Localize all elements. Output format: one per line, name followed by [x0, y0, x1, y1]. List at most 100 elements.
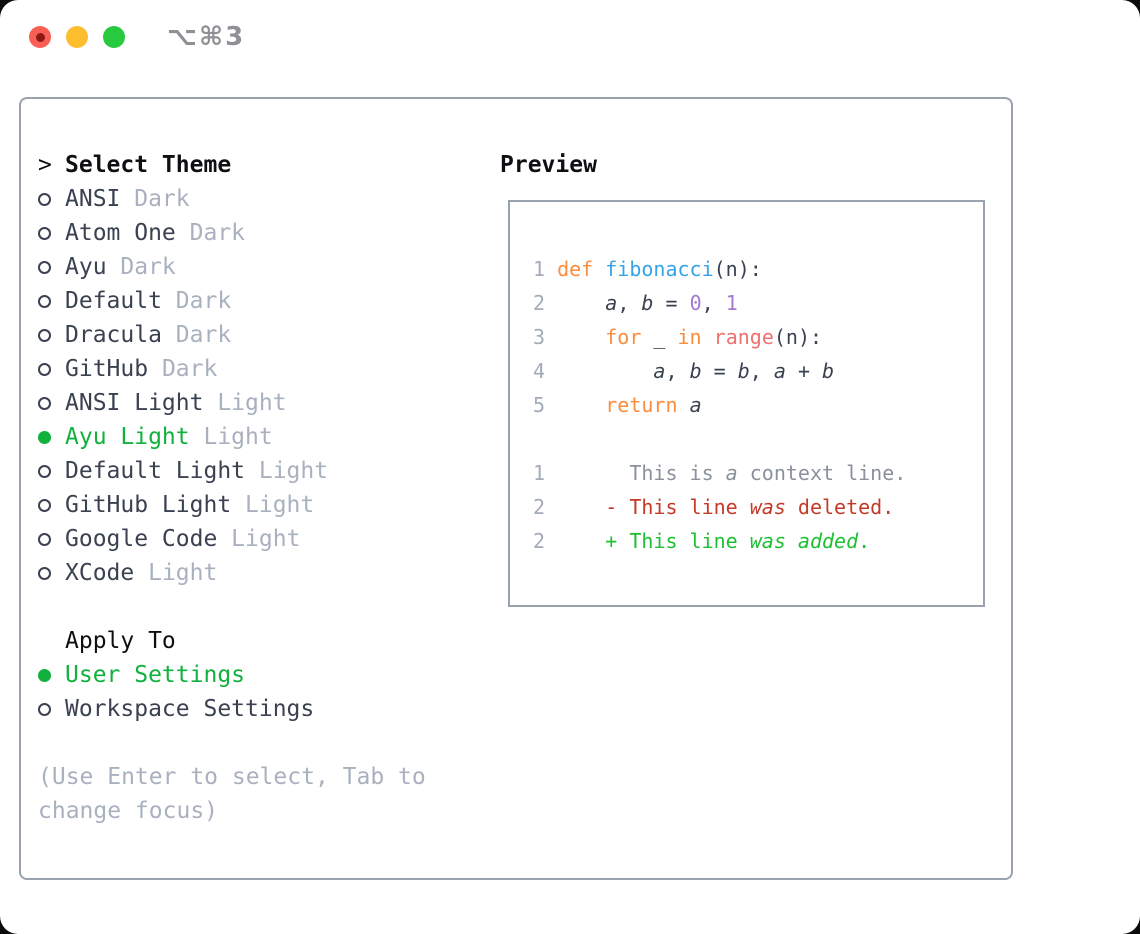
theme-name: Atom One [65, 220, 176, 246]
theme-variant: Dark [175, 220, 246, 246]
line-number: 2 [533, 495, 558, 519]
theme-name: Default [65, 288, 162, 314]
code-line [533, 422, 906, 456]
radio-dot-hollow [38, 396, 51, 410]
apply-to-option[interactable]: User Settings [38, 658, 426, 692]
code-segment: = [701, 359, 738, 383]
radio-selected-icon [38, 430, 65, 444]
code-segment: _ [641, 325, 678, 349]
line-number: 2 [533, 291, 558, 315]
theme-option[interactable]: Ayu Dark [38, 250, 426, 284]
theme-option[interactable]: ANSI Dark [38, 182, 426, 216]
code-segment [593, 257, 605, 281]
code-segment [557, 359, 653, 383]
theme-name: GitHub Light [65, 492, 232, 518]
code-segment: (n): [713, 257, 762, 281]
radio-icon [38, 226, 65, 240]
code-line: 2 + This line was added. [533, 524, 906, 558]
line-number: 3 [533, 325, 558, 349]
line-number: 4 [533, 359, 558, 383]
theme-variant: Light [245, 458, 329, 484]
apply-to-header: Apply To [38, 624, 426, 658]
apply-to-title: Apply To [65, 628, 176, 654]
code-line: 1 def fibonacci(n): [533, 252, 906, 286]
line-number: 2 [533, 529, 558, 553]
theme-variant: Dark [161, 322, 232, 348]
radio-icon [38, 362, 65, 376]
code-segment: This is [557, 461, 726, 485]
radio-dot-hollow [38, 294, 51, 308]
radio-dot-hollow [38, 498, 51, 512]
theme-variant: Dark [148, 356, 218, 382]
hint-text: change focus) [38, 798, 219, 824]
radio-dot-hollow [38, 226, 51, 240]
code-segment [702, 325, 714, 349]
radio-dot-filled [38, 430, 51, 444]
apply-to-name: User Settings [65, 662, 246, 688]
zoom-button[interactable] [103, 26, 125, 48]
theme-name: ANSI Light [65, 390, 204, 416]
radio-icon [38, 532, 65, 546]
code-segment [557, 393, 605, 417]
hint-line: (Use Enter to select, Tab to [38, 760, 426, 794]
theme-name: ANSI [65, 186, 121, 212]
radio-dot-hollow [38, 362, 51, 376]
code-segment: b [641, 291, 654, 315]
code-segment: a [605, 291, 618, 315]
code-segment: context line. [737, 461, 907, 485]
code-segment: 1 [725, 291, 738, 315]
code-segment: b [737, 359, 750, 383]
theme-option[interactable]: Ayu Light Light [38, 420, 426, 454]
theme-name: Dracula [65, 322, 162, 348]
close-unsaved-dot [35, 32, 45, 42]
code-segment [786, 529, 798, 553]
radio-icon [38, 192, 65, 206]
preview-title: Preview [500, 152, 597, 178]
code-segment: a [689, 393, 702, 417]
theme-name: Default Light [65, 458, 246, 484]
hint-text: (Use Enter to select, Tab to [38, 764, 426, 790]
spacer-row [38, 726, 426, 760]
radio-icon [38, 328, 65, 342]
theme-option[interactable]: Default Light Light [38, 454, 426, 488]
code-segment: deleted. [785, 495, 895, 519]
theme-option[interactable]: Default Dark [38, 284, 426, 318]
code-segment: added [797, 529, 859, 553]
code-segment [557, 291, 605, 315]
theme-list-header: >Select Theme [38, 148, 426, 182]
radio-dot-hollow [38, 702, 51, 716]
line-number: 1 [533, 257, 558, 281]
code-segment: range [713, 325, 774, 349]
main-panel [19, 97, 1013, 880]
minimize-button[interactable] [66, 26, 88, 48]
radio-dot-hollow [38, 260, 51, 274]
radio-dot-filled [38, 668, 51, 682]
theme-option[interactable]: XCode Light [38, 556, 426, 590]
theme-variant: Light [231, 492, 315, 518]
theme-option[interactable]: Google Code Light [38, 522, 426, 556]
apply-to-option[interactable]: Workspace Settings [38, 692, 426, 726]
code-segment [557, 325, 605, 349]
code-line: 4 a, b = b, a + b [533, 354, 906, 388]
theme-variant: Light [189, 424, 273, 450]
radio-dot-hollow [38, 464, 51, 478]
code-segment: a [725, 461, 738, 485]
radio-dot-hollow [38, 328, 51, 342]
theme-option[interactable]: ANSI Light Light [38, 386, 426, 420]
code-segment: , [701, 291, 726, 315]
code-segment: , [665, 359, 690, 383]
radio-dot-hollow [38, 566, 51, 580]
radio-icon [38, 498, 65, 512]
code-segment: b [689, 359, 702, 383]
code-segment: . [858, 529, 871, 553]
theme-option[interactable]: Atom One Dark [38, 216, 426, 250]
code-line: 5 return a [533, 388, 906, 422]
theme-option[interactable]: GitHub Light Light [38, 488, 426, 522]
code-segment: = [653, 291, 690, 315]
theme-option[interactable]: GitHub Dark [38, 352, 426, 386]
radio-dot-hollow [38, 532, 51, 546]
theme-option[interactable]: Dracula Dark [38, 318, 426, 352]
close-button[interactable] [29, 26, 51, 48]
